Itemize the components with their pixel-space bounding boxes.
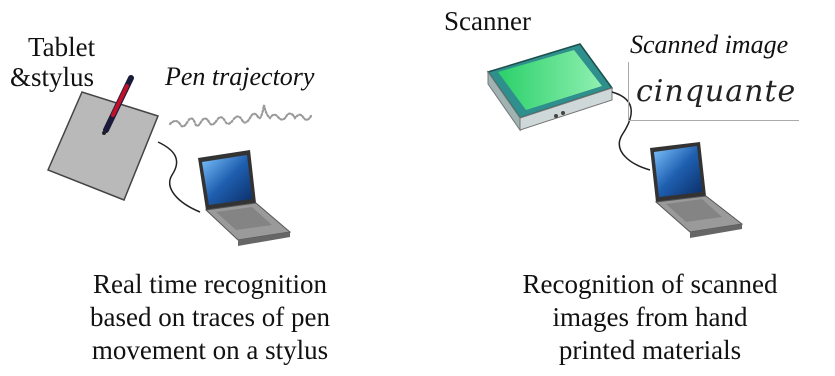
left-caption-line: based on traces of pen	[90, 302, 330, 332]
pen-trajectory-trace	[168, 104, 313, 128]
left-caption-line: Real time recognition	[93, 269, 327, 299]
scanner-label: Scanner	[444, 6, 531, 36]
right-caption-line: images from hand	[552, 302, 748, 332]
right-caption-line: printed materials	[558, 335, 742, 365]
tablet-icon	[47, 91, 159, 201]
tablet-label: Tablet	[28, 32, 96, 62]
pen-trajectory-label: Pen trajectory	[165, 62, 315, 91]
scanned-image-label: Scanned image	[630, 30, 789, 59]
laptop-icon-right	[650, 142, 744, 238]
scanner-cable	[611, 91, 651, 171]
scanned-image-frame	[628, 62, 799, 121]
left-caption-line: movement on a stylus	[91, 335, 329, 365]
laptop-icon-left	[198, 150, 292, 246]
tablet-cable	[157, 141, 201, 213]
stylus-icon	[102, 75, 134, 135]
right-caption-line: Recognition of scanned	[522, 269, 778, 299]
stylus-label: &stylus	[10, 62, 95, 92]
scanned-handwriting: cinquante	[636, 74, 797, 109]
scanner-icon	[486, 43, 614, 132]
right-caption: Recognition of scanned images from hand …	[470, 268, 830, 367]
left-caption: Real time recognition based on traces of…	[20, 268, 400, 367]
